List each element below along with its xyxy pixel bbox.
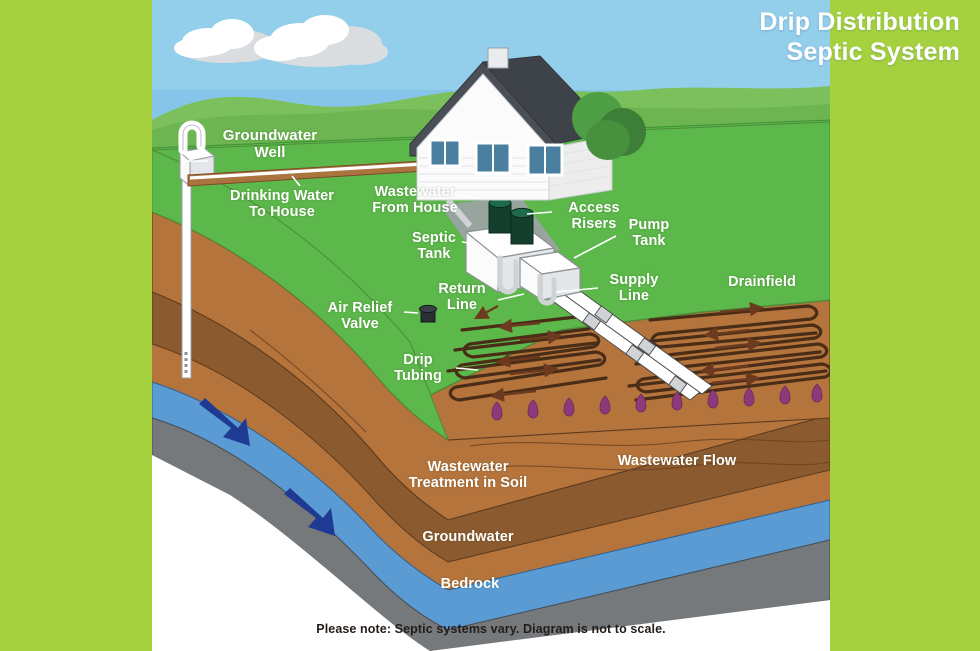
supply-return-lines xyxy=(517,261,713,401)
page-title: Drip Distribution Septic System xyxy=(660,8,960,67)
cloud-right xyxy=(254,15,388,67)
wastewater-pipe xyxy=(445,198,473,228)
tank-internal-pipes xyxy=(497,255,557,306)
tree xyxy=(572,92,646,160)
lower-left-cutout xyxy=(152,455,430,651)
drip-flow-arrows xyxy=(473,301,765,402)
groundwater-flow-arrows xyxy=(199,398,335,536)
footnote: Please note: Septic systems vary. Diagra… xyxy=(316,622,666,636)
house xyxy=(409,47,613,201)
droplet-row xyxy=(491,383,823,421)
title-line-1: Drip Distribution xyxy=(759,8,960,36)
air-relief-valve xyxy=(419,304,437,323)
access-risers xyxy=(488,197,534,245)
soil-strata-lines xyxy=(249,329,830,471)
cloud-left xyxy=(174,19,275,63)
title-line-2: Septic System xyxy=(786,37,960,66)
